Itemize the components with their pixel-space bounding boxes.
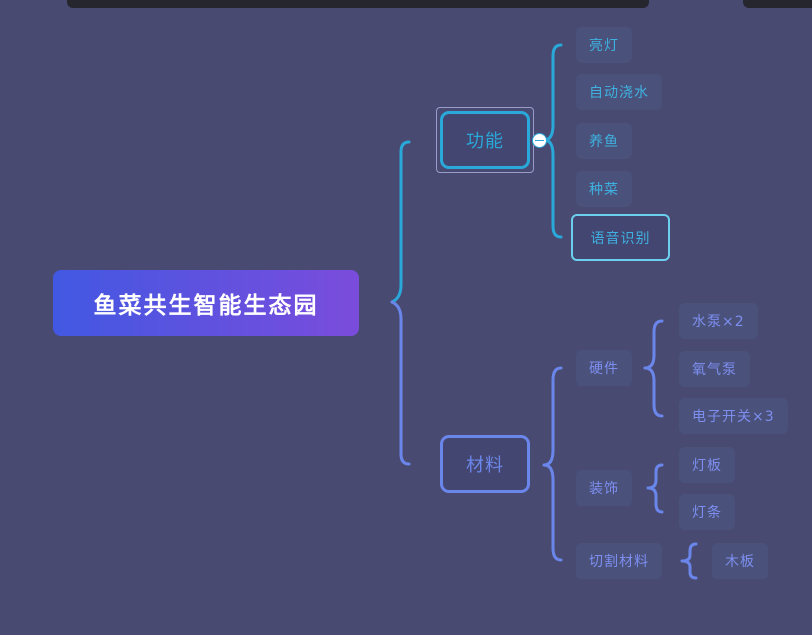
root-connector-bottom <box>390 300 411 466</box>
decoration-leaf[interactable]: 灯板 <box>679 447 735 483</box>
function-leaf[interactable]: 种菜 <box>576 171 632 207</box>
function-leaf[interactable]: 亮灯 <box>576 27 632 63</box>
hardware-connector <box>643 319 664 418</box>
toolbar-bar <box>67 0 649 8</box>
root-node[interactable]: 鱼菜共生智能生态园 <box>53 270 359 336</box>
branch-material[interactable]: 材料 <box>440 435 530 493</box>
material-connector <box>542 366 563 562</box>
decoration-connector <box>646 463 664 514</box>
decoration-leaf[interactable]: 灯条 <box>679 494 735 530</box>
root-connector-top <box>390 140 411 304</box>
function-leaf[interactable]: 养鱼 <box>576 123 632 159</box>
branch-function[interactable]: 功能 <box>440 111 530 169</box>
material-sub-decoration[interactable]: 装饰 <box>576 470 632 506</box>
cutting-connector <box>680 542 698 580</box>
toolbar-bar-right <box>743 0 812 8</box>
cutting-leaf[interactable]: 木板 <box>712 543 768 579</box>
hardware-leaf[interactable]: 电子开关×3 <box>679 398 788 434</box>
hardware-leaf[interactable]: 水泵×2 <box>679 303 758 339</box>
collapse-toggle-icon[interactable] <box>532 133 547 148</box>
material-sub-hardware[interactable]: 硬件 <box>576 350 632 386</box>
material-sub-cutting[interactable]: 切割材料 <box>576 543 662 579</box>
function-leaf-selected[interactable]: 语音识别 <box>571 214 670 261</box>
hardware-leaf[interactable]: 氧气泵 <box>679 351 750 387</box>
function-leaf[interactable]: 自动浇水 <box>576 74 662 110</box>
